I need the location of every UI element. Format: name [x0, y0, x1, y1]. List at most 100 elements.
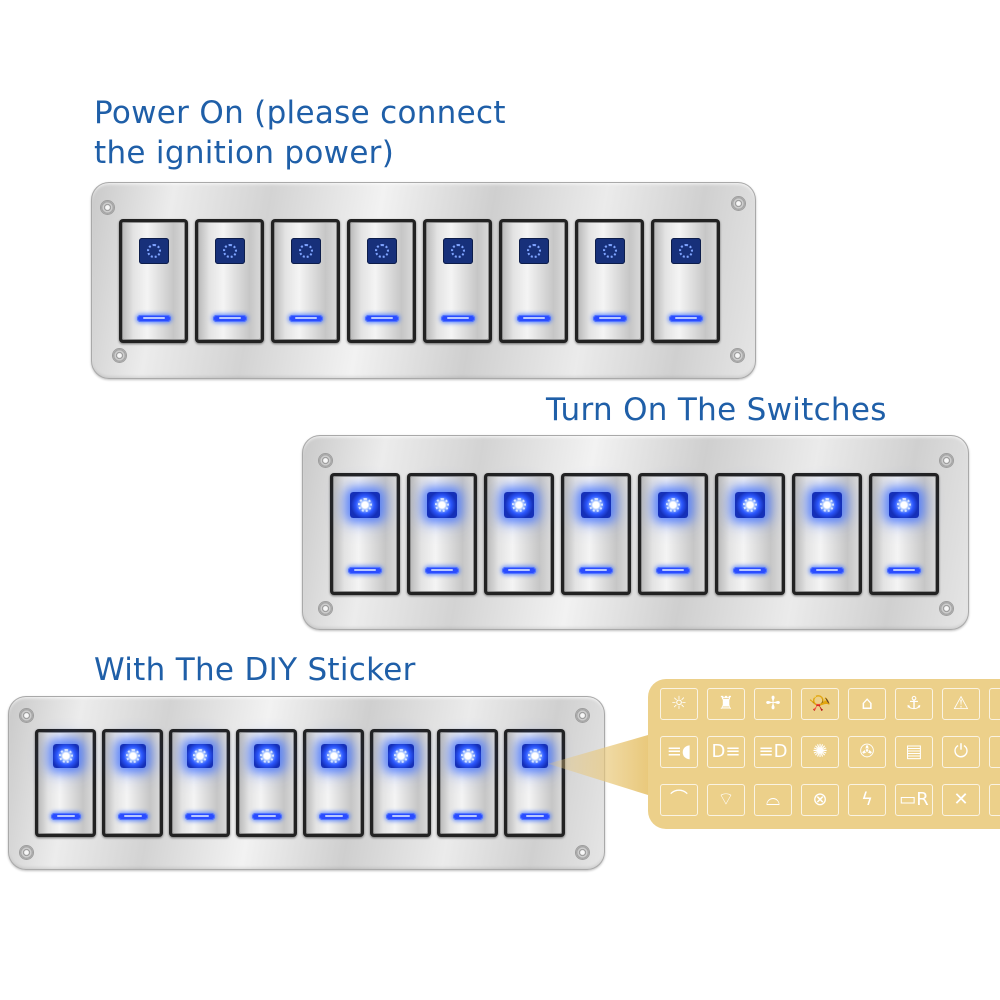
- symbol-window-icon: [889, 492, 919, 518]
- led-symbol-icon: [602, 244, 617, 258]
- rocker-switch[interactable]: [169, 729, 230, 837]
- symbol-window-icon: [52, 744, 79, 768]
- rocker-switch-face: [239, 732, 294, 834]
- led-indicator-icon: [212, 315, 247, 322]
- interior-light-icon: [989, 736, 1000, 768]
- symbol-window-icon: [521, 744, 548, 768]
- high-beam-icon: ≡D: [754, 736, 792, 768]
- led-indicator-icon: [516, 315, 551, 322]
- led-symbol-icon: [192, 749, 207, 763]
- mounting-hole: [576, 846, 589, 859]
- rocker-switch[interactable]: [236, 729, 297, 837]
- symbol-window-icon: [454, 744, 481, 768]
- power-on-caption-line2: the ignition power): [94, 135, 395, 171]
- led-symbol-icon: [435, 498, 449, 512]
- rocker-switch-face: [306, 732, 361, 834]
- led-indicator-icon: [440, 315, 475, 322]
- led-indicator-icon: [452, 813, 483, 820]
- rear-light-icon: [989, 784, 1000, 816]
- mounting-hole: [732, 197, 745, 210]
- rocker-switch[interactable]: [370, 729, 431, 837]
- lamp-icon: ⊗: [801, 784, 839, 816]
- rocker-switch[interactable]: [271, 219, 340, 343]
- rocker-switch[interactable]: [561, 473, 631, 595]
- beacon-icon: ♜: [707, 688, 745, 720]
- rocker-switch[interactable]: [119, 219, 188, 343]
- power-on-caption-line1: Power On (please connect: [94, 95, 506, 131]
- led-symbol-icon: [526, 244, 541, 258]
- horn-icon: 📯: [801, 688, 839, 720]
- led-indicator-icon: [425, 567, 459, 574]
- defrost-icon: ✺: [801, 736, 839, 768]
- led-indicator-icon: [318, 813, 349, 820]
- led-indicator-icon: [668, 315, 703, 322]
- led-symbol-icon: [589, 498, 603, 512]
- rocker-switch[interactable]: [437, 729, 498, 837]
- sticker-icon-grid: ☼♜✢📯⌂⚓⚠≡◖D≡≡D✺✇▤⏻⌒⌔⌓⊗ϟ▭R✕: [660, 688, 1000, 816]
- sun-icon: ☼: [660, 688, 698, 720]
- led-symbol-icon: [460, 749, 475, 763]
- turn-on-panel: [302, 435, 969, 630]
- led-indicator-icon: [50, 813, 81, 820]
- led-symbol-icon: [666, 498, 680, 512]
- led-indicator-icon: [184, 813, 215, 820]
- rocker-switch-face: [578, 222, 641, 340]
- rocker-switch[interactable]: [423, 219, 492, 343]
- rocker-switch[interactable]: [102, 729, 163, 837]
- rocker-switch[interactable]: [484, 473, 554, 595]
- led-indicator-icon: [733, 567, 767, 574]
- rocker-switch-face: [440, 732, 495, 834]
- mounting-hole: [940, 454, 953, 467]
- rocker-switch-face: [487, 476, 551, 592]
- rocker-switch-face: [373, 732, 428, 834]
- rocker-switch[interactable]: [869, 473, 939, 595]
- rocker-switch[interactable]: [330, 473, 400, 595]
- rocker-switch-face: [38, 732, 93, 834]
- symbol-window-icon: [581, 492, 611, 518]
- washer-icon: ⌔: [707, 784, 745, 816]
- rocker-switch[interactable]: [575, 219, 644, 343]
- led-indicator-icon: [887, 567, 921, 574]
- symbol-window-icon: [504, 492, 534, 518]
- led-indicator-icon: [348, 567, 382, 574]
- rocker-switch[interactable]: [715, 473, 785, 595]
- fan-icon: ✢: [754, 688, 792, 720]
- rocker-switch-face: [795, 476, 859, 592]
- mercedes-star-icon: ✇: [848, 736, 886, 768]
- rocker-switch[interactable]: [638, 473, 708, 595]
- led-indicator-icon: [288, 315, 323, 322]
- rocker-switch[interactable]: [504, 729, 565, 837]
- rocker-switch[interactable]: [347, 219, 416, 343]
- rocker-switch[interactable]: [35, 729, 96, 837]
- led-symbol-icon: [326, 749, 341, 763]
- symbol-window-icon: [812, 492, 842, 518]
- rocker-switch[interactable]: [651, 219, 720, 343]
- switch-row: [330, 473, 939, 595]
- led-symbol-icon: [512, 498, 526, 512]
- led-indicator-icon: [117, 813, 148, 820]
- mounting-hole: [731, 349, 744, 362]
- led-indicator-icon: [385, 813, 416, 820]
- work-light-icon: [989, 688, 1000, 720]
- rocker-switch[interactable]: [407, 473, 477, 595]
- power-on-caption: Power On (please connect the ignition po…: [94, 93, 506, 173]
- rocker-switch-face: [872, 476, 936, 592]
- rocker-switch-face: [564, 476, 628, 592]
- led-symbol-icon: [259, 749, 274, 763]
- symbol-window-icon: [138, 238, 169, 264]
- led-indicator-icon: [579, 567, 613, 574]
- rocker-switch[interactable]: [303, 729, 364, 837]
- led-symbol-icon: [146, 244, 161, 258]
- mounting-hole: [319, 602, 332, 615]
- fuse-icon: ✕: [942, 784, 980, 816]
- diy-sticker-sheet: [648, 679, 1000, 829]
- symbol-window-icon: [214, 238, 245, 264]
- symbol-window-icon: [119, 744, 146, 768]
- led-indicator-icon: [136, 315, 171, 322]
- rocker-switch[interactable]: [195, 219, 264, 343]
- symbol-window-icon: [670, 238, 701, 264]
- rocker-switch[interactable]: [792, 473, 862, 595]
- rocker-switch-face: [641, 476, 705, 592]
- led-symbol-icon: [222, 244, 237, 258]
- rocker-switch[interactable]: [499, 219, 568, 343]
